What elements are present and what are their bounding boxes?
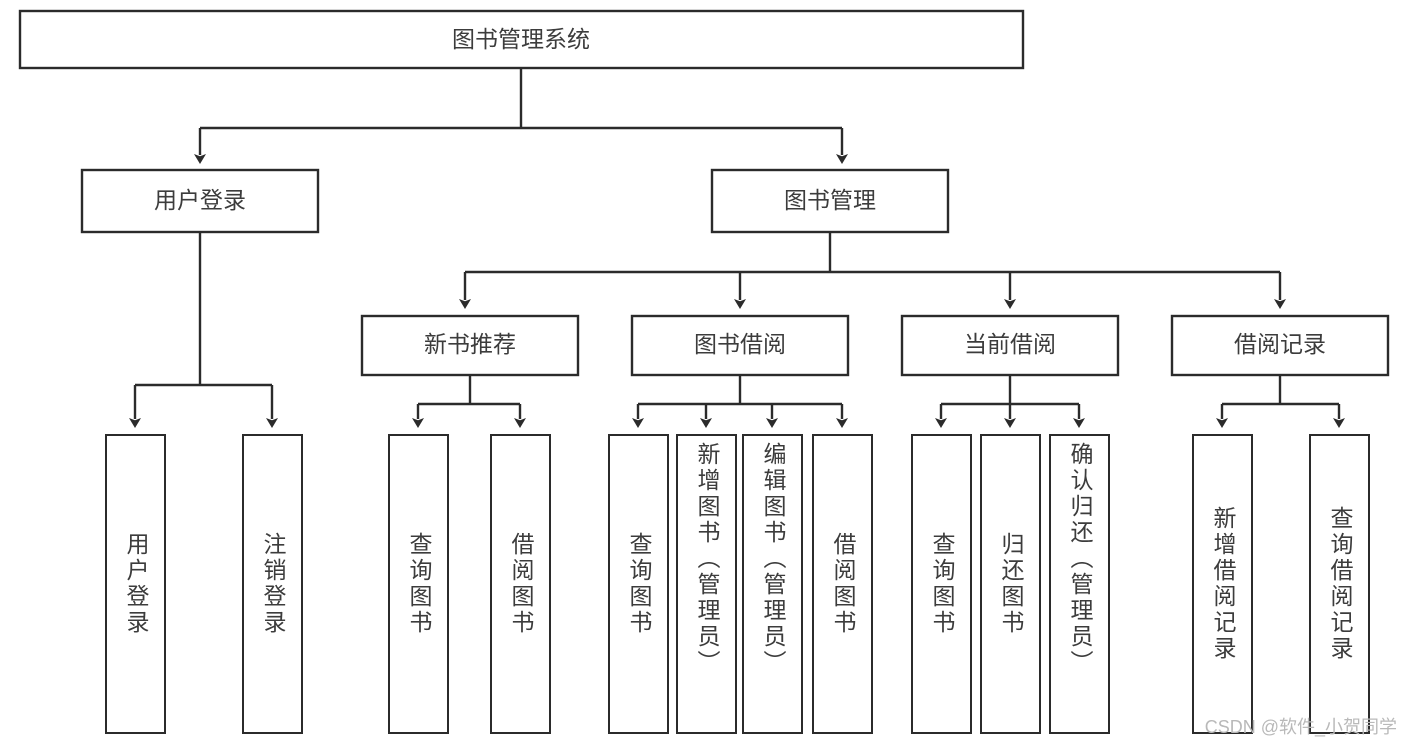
node-leaf-query-record-label: 查询借阅记录 [1327, 506, 1353, 662]
node-root[interactable]: 图书管理系统 [18, 9, 1025, 70]
node-leaf-borrow-book-1-label: 借阅图书 [508, 532, 534, 636]
node-leaf-add-record-label: 新增借阅记录 [1210, 506, 1236, 662]
node-leaf-borrow-book-2-label: 借阅图书 [830, 532, 856, 636]
node-leaf-query-book-3-label: 查询图书 [929, 532, 955, 636]
node-leaf-return-book[interactable]: 归还图书 [980, 434, 1041, 734]
node-leaf-add-record[interactable]: 新增借阅记录 [1192, 434, 1253, 734]
connector-bookmgmt-to-level3 [459, 232, 1286, 309]
node-root-label: 图书管理系统 [452, 26, 590, 52]
node-new-book-recommend-label: 新书推荐 [424, 331, 516, 357]
node-book-management[interactable]: 图书管理 [710, 168, 950, 234]
node-leaf-add-book[interactable]: 新增图书（管理员） [676, 434, 737, 734]
node-leaf-borrow-book-2[interactable]: 借阅图书 [812, 434, 873, 734]
node-book-borrow[interactable]: 图书借阅 [630, 314, 850, 377]
node-leaf-logout-login-label: 注销登录 [260, 532, 286, 636]
node-borrow-record[interactable]: 借阅记录 [1170, 314, 1390, 377]
connector-newbook-to-leaves [412, 375, 526, 428]
node-leaf-logout-login[interactable]: 注销登录 [242, 434, 303, 734]
node-borrow-record-label: 借阅记录 [1234, 331, 1326, 357]
node-leaf-confirm-return-label: 确认归还（管理员） [1067, 442, 1093, 676]
node-user-login[interactable]: 用户登录 [80, 168, 320, 234]
node-leaf-query-record[interactable]: 查询借阅记录 [1309, 434, 1370, 734]
node-leaf-query-book-1[interactable]: 查询图书 [388, 434, 449, 734]
node-leaf-query-book-2-label: 查询图书 [626, 532, 652, 636]
node-new-book-recommend[interactable]: 新书推荐 [360, 314, 580, 377]
node-book-management-label: 图书管理 [784, 187, 876, 213]
node-leaf-edit-book[interactable]: 编辑图书（管理员） [742, 434, 803, 734]
connector-currentborrow-to-leaves [935, 375, 1085, 428]
node-leaf-query-book-2[interactable]: 查询图书 [608, 434, 669, 734]
node-leaf-add-book-label: 新增图书（管理员） [694, 442, 720, 676]
node-leaf-return-book-label: 归还图书 [998, 532, 1024, 636]
connector-borrowrecord-to-leaves [1216, 375, 1345, 428]
csdn-watermark: CSDN @软件_小贺同学 [1204, 717, 1397, 737]
node-book-borrow-label: 图书借阅 [694, 331, 786, 357]
connector-bookborrow-to-leaves [632, 375, 848, 428]
node-leaf-query-book-1-label: 查询图书 [406, 532, 432, 636]
node-current-borrow[interactable]: 当前借阅 [900, 314, 1120, 377]
connector-root-to-level2 [194, 68, 848, 164]
node-leaf-user-login[interactable]: 用户登录 [105, 434, 166, 734]
node-leaf-user-login-label: 用户登录 [123, 532, 149, 636]
node-leaf-confirm-return[interactable]: 确认归还（管理员） [1049, 434, 1110, 734]
node-leaf-borrow-book-1[interactable]: 借阅图书 [490, 434, 551, 734]
node-current-borrow-label: 当前借阅 [964, 331, 1056, 357]
node-leaf-query-book-3[interactable]: 查询图书 [911, 434, 972, 734]
connector-userlogin-to-leaves [129, 232, 278, 428]
node-leaf-edit-book-label: 编辑图书（管理员） [760, 442, 786, 676]
node-user-login-label: 用户登录 [154, 187, 246, 213]
